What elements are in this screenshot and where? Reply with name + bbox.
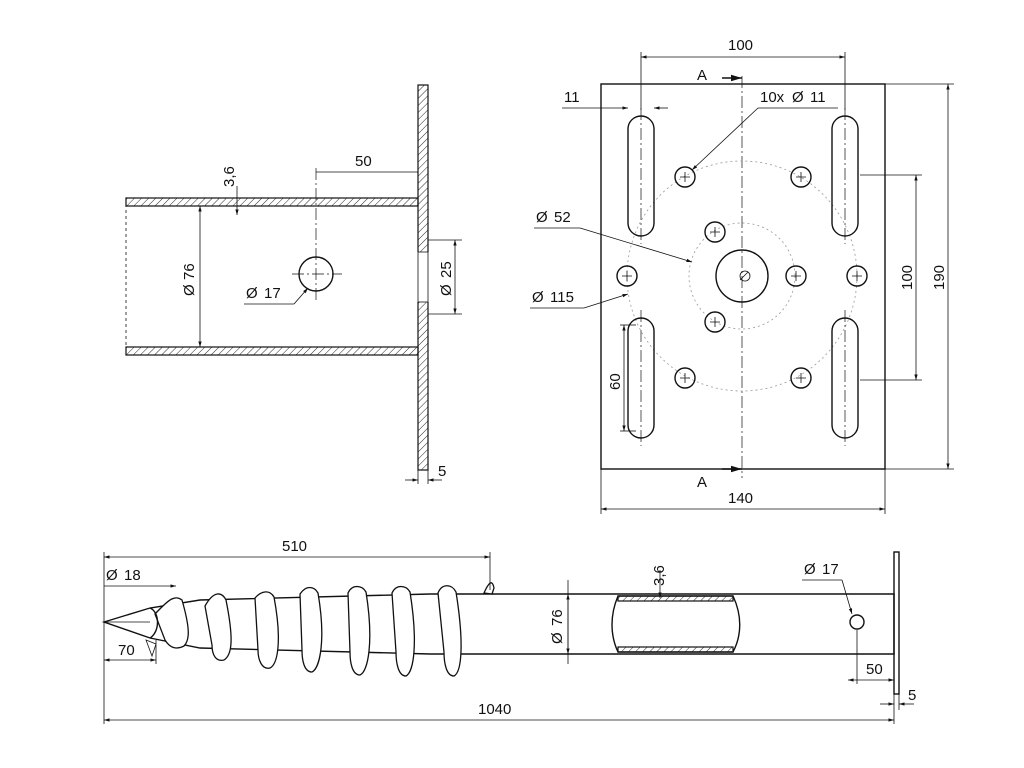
bolt-hole xyxy=(846,265,868,287)
screw-plate xyxy=(893,551,900,695)
dim-tip-length: 70 xyxy=(118,642,135,659)
dim-screw-pipe-diameter: 76 xyxy=(549,609,566,626)
screw-hole-symbol: Ø xyxy=(804,561,816,578)
screw-pipe-symbol: Ø xyxy=(549,632,566,644)
plate-top-view: A A 100 11 10x Ø 11 Ø 52 Ø 115 100 xyxy=(530,37,954,514)
dim-plate-height: 190 xyxy=(931,265,948,290)
dim-slot-spacing-right: 100 xyxy=(899,265,916,290)
screw-side-hole xyxy=(849,614,865,630)
dim-screw-hole-offset: 50 xyxy=(866,661,883,678)
screw-flights xyxy=(154,582,495,677)
dim-screw-hole: 17 xyxy=(822,561,839,578)
section-label-bottom: A xyxy=(697,474,707,491)
bolt-hole xyxy=(674,166,696,188)
holes-count-note: 10x xyxy=(760,89,785,106)
side-section-view: 50 3,6 Ø 76 Ø 17 Ø 25 5 xyxy=(125,84,462,484)
dim-plate-hole-symbol: Ø xyxy=(438,284,455,296)
dim-slot-length: 60 xyxy=(607,373,624,390)
tip-diameter-symbol: Ø xyxy=(106,567,118,584)
holes-diameter: 11 xyxy=(810,89,826,106)
bolt-hole xyxy=(785,265,807,287)
bolt-hole xyxy=(616,265,638,287)
dim-total-length: 1040 xyxy=(478,701,511,718)
center-hole-symbol: Ø xyxy=(536,209,548,226)
dim-screw-plate-thickness: 5 xyxy=(908,687,916,704)
dim-plate-width: 140 xyxy=(728,490,753,507)
dim-screw-wall: 3,6 xyxy=(651,565,668,586)
bolt-circle-symbol: Ø xyxy=(532,289,544,306)
dim-plate-thickness: 5 xyxy=(438,463,446,480)
center-hole xyxy=(715,249,769,303)
dim-slot-spacing-top: 100 xyxy=(728,37,753,54)
dim-thread-length: 510 xyxy=(282,538,307,555)
bolt-hole xyxy=(790,367,812,389)
section-label-top: A xyxy=(697,67,707,84)
dim-pipe-diameter: 76 xyxy=(181,263,198,280)
holes-diameter-symbol: Ø xyxy=(792,89,804,106)
dim-hole-offset: 50 xyxy=(355,153,372,170)
dim-center-hole: 52 xyxy=(554,209,571,226)
dim-slot-width: 11 xyxy=(564,89,580,106)
dim-tip-diameter: 18 xyxy=(124,567,141,584)
bolt-hole xyxy=(704,311,726,333)
bolt-holes xyxy=(616,166,868,389)
bolt-hole xyxy=(674,367,696,389)
plate-hole-gap xyxy=(416,252,430,302)
dim-plate-hole-diameter: 25 xyxy=(438,261,455,278)
pipe-bottom-wall xyxy=(125,346,419,356)
dim-bolt-circle: 115 xyxy=(550,289,574,306)
dim-hole-diameter: 17 xyxy=(264,285,281,302)
pipe-top-wall xyxy=(125,197,419,207)
base-plate xyxy=(600,83,886,470)
bolt-hole xyxy=(704,221,726,243)
ground-screw-view: 510 Ø 18 70 3,6 Ø 76 Ø 17 50 5 1040 xyxy=(101,538,916,724)
cutaway-window xyxy=(611,595,741,653)
bolt-hole xyxy=(790,166,812,188)
dim-hole-diameter-symbol: Ø xyxy=(246,285,258,302)
dim-wall-thickness: 3,6 xyxy=(221,166,238,187)
dim-pipe-diameter-symbol: Ø xyxy=(181,284,198,296)
